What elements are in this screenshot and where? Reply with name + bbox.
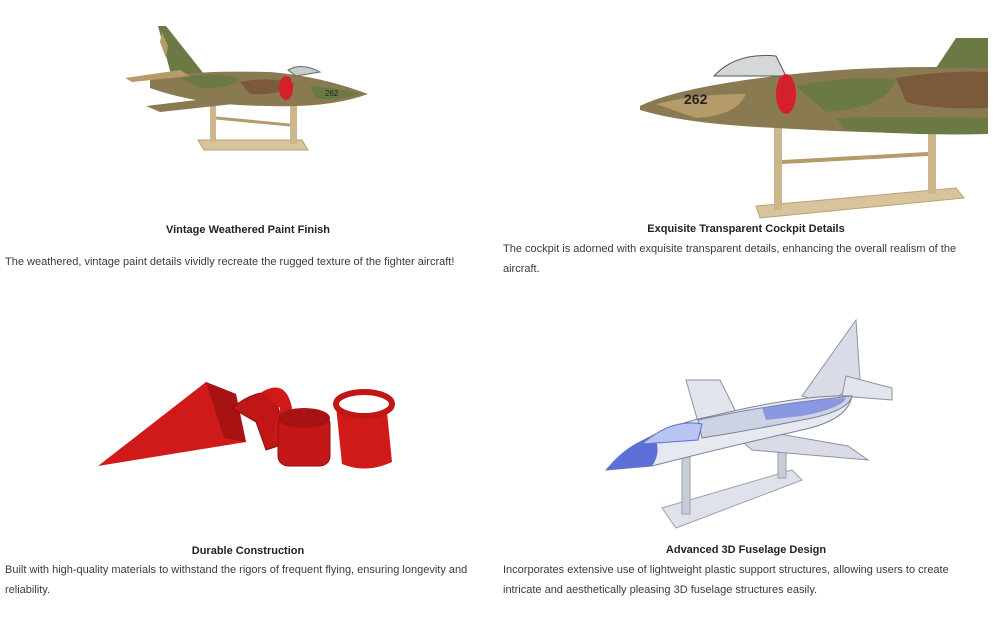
feature-description: The weathered, vintage paint details viv… (5, 256, 455, 268)
feature-title: Exquisite Transparent Cockpit Details (647, 223, 845, 235)
feature-description: Incorporates extensive use of lightweigh… (503, 564, 949, 596)
camo-jet-image: 262 (125, 26, 368, 151)
nose-number: 262 (684, 91, 708, 107)
feature-title: Vintage Weathered Paint Finish (165, 224, 331, 236)
feature-title: Durable Construction (191, 545, 305, 557)
feature-description: The cockpit is adorned with exquisite tr… (503, 243, 957, 275)
camo-jet-closeup-image: 262 (640, 38, 988, 219)
tail-number: 262 (325, 89, 339, 98)
feature-title: Advanced 3D Fuselage Design (665, 544, 827, 556)
transparent-cad-jet-image (604, 318, 893, 529)
feature-description: Built with high-quality materials to wit… (5, 564, 468, 596)
red-fuselage-parts-image (98, 382, 395, 469)
